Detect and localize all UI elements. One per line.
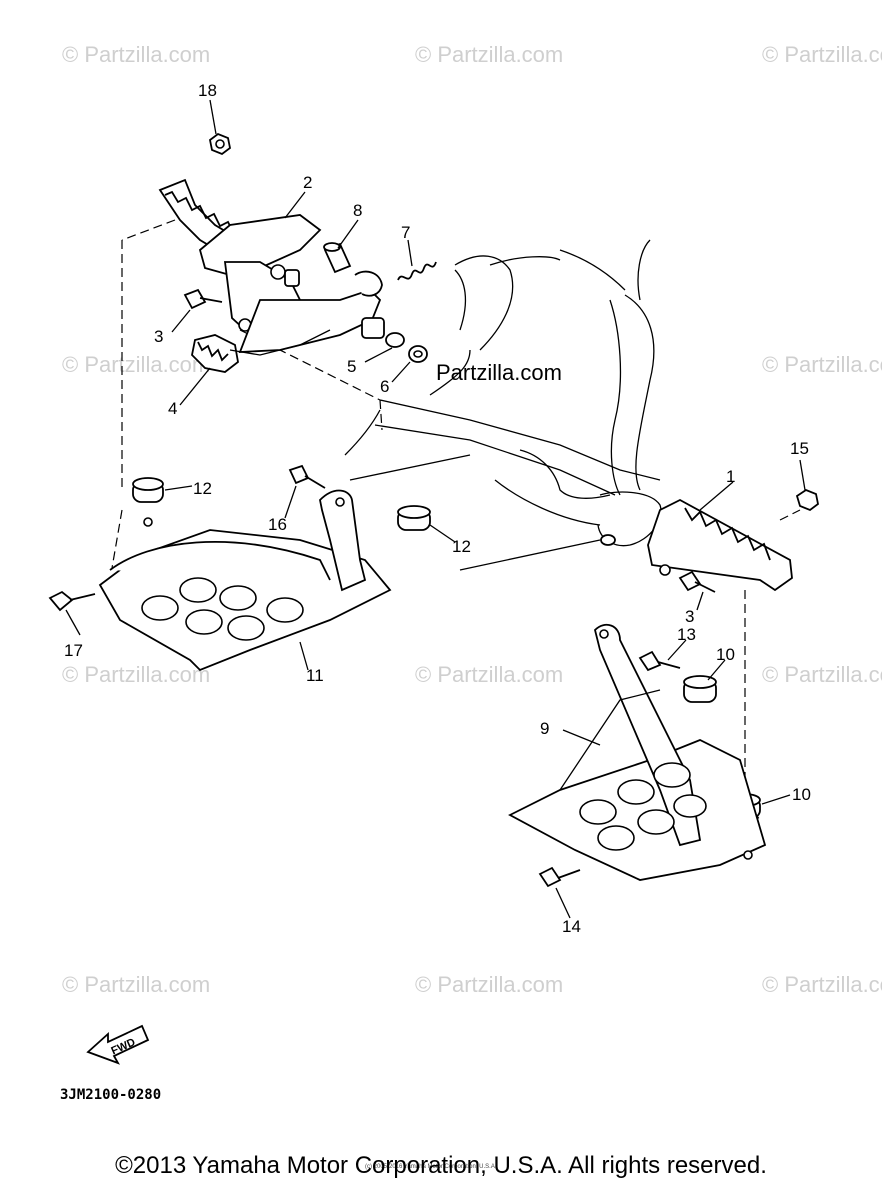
watermark: © Partzilla.com	[62, 662, 210, 687]
watermark: © Partzilla.com	[762, 352, 882, 377]
figure-code: 3JM2100-0280	[60, 1087, 161, 1103]
right-footguard-9	[508, 623, 767, 881]
callout-1: 1	[726, 467, 735, 486]
left-footrest-assembly	[158, 178, 383, 373]
watermark: © Partzilla.com	[415, 42, 563, 67]
callout-16: 16	[268, 515, 287, 534]
callout-9: 9	[540, 719, 549, 738]
bolt-16	[288, 464, 310, 485]
callout-15: 15	[790, 439, 809, 458]
watermark: © Partzilla.com	[762, 972, 882, 997]
callout-18: 18	[198, 81, 217, 100]
callout-2: 2	[303, 173, 312, 192]
fwd-arrow-icon: FWD	[86, 1024, 150, 1065]
leader-lines	[65, 99, 806, 919]
callout-8: 8	[353, 201, 362, 220]
bolt-17	[48, 590, 74, 612]
watermark: © Partzilla.com	[415, 972, 563, 997]
callout-5: 5	[347, 357, 356, 376]
collar-5	[361, 317, 385, 339]
callout-6: 6	[380, 377, 389, 396]
copyright-footer: ©2013 Yamaha Motor Corporation, U.S.A. A…	[115, 1152, 767, 1179]
callout-4: 4	[168, 399, 177, 418]
site-watermark: Partzilla.com	[436, 360, 562, 385]
right-footrest	[647, 498, 793, 592]
watermark-grid: © Partzilla.com © Partzilla.com © Partzi…	[62, 42, 882, 997]
tiny-copyright: (c) 2005-2016 Yamaha Motor Corporation, …	[365, 1164, 497, 1170]
bolt-13	[638, 650, 662, 672]
callout-14: 14	[562, 917, 581, 936]
callout-7: 7	[401, 223, 410, 242]
callout-13: 13	[677, 625, 696, 644]
callouts: 18 2 8 7 3 5 6 4 12 16 12 17 11 1 15 3 1…	[64, 81, 811, 936]
frame-outline	[344, 239, 662, 571]
callout-10-lower: 10	[792, 785, 811, 804]
watermark: © Partzilla.com	[62, 42, 210, 67]
bolt-14	[538, 866, 562, 888]
watermark: © Partzilla.com	[62, 352, 210, 377]
callout-17: 17	[64, 641, 83, 660]
watermark: © Partzilla.com	[415, 662, 563, 687]
callout-11: 11	[306, 666, 324, 685]
watermark: © Partzilla.com	[762, 662, 882, 687]
watermark: © Partzilla.com	[762, 42, 882, 67]
callout-12-left: 12	[193, 479, 212, 498]
callout-12-mid: 12	[452, 537, 471, 556]
bolt-3b	[678, 570, 702, 592]
callout-3-right: 3	[685, 607, 694, 626]
spring-7	[397, 261, 437, 281]
watermark: © Partzilla.com	[62, 972, 210, 997]
left-footguard-11	[98, 489, 392, 672]
callout-3-upper: 3	[154, 327, 163, 346]
bolt-3	[183, 288, 207, 310]
callout-10-upper: 10	[716, 645, 735, 664]
nut-15	[795, 488, 819, 512]
